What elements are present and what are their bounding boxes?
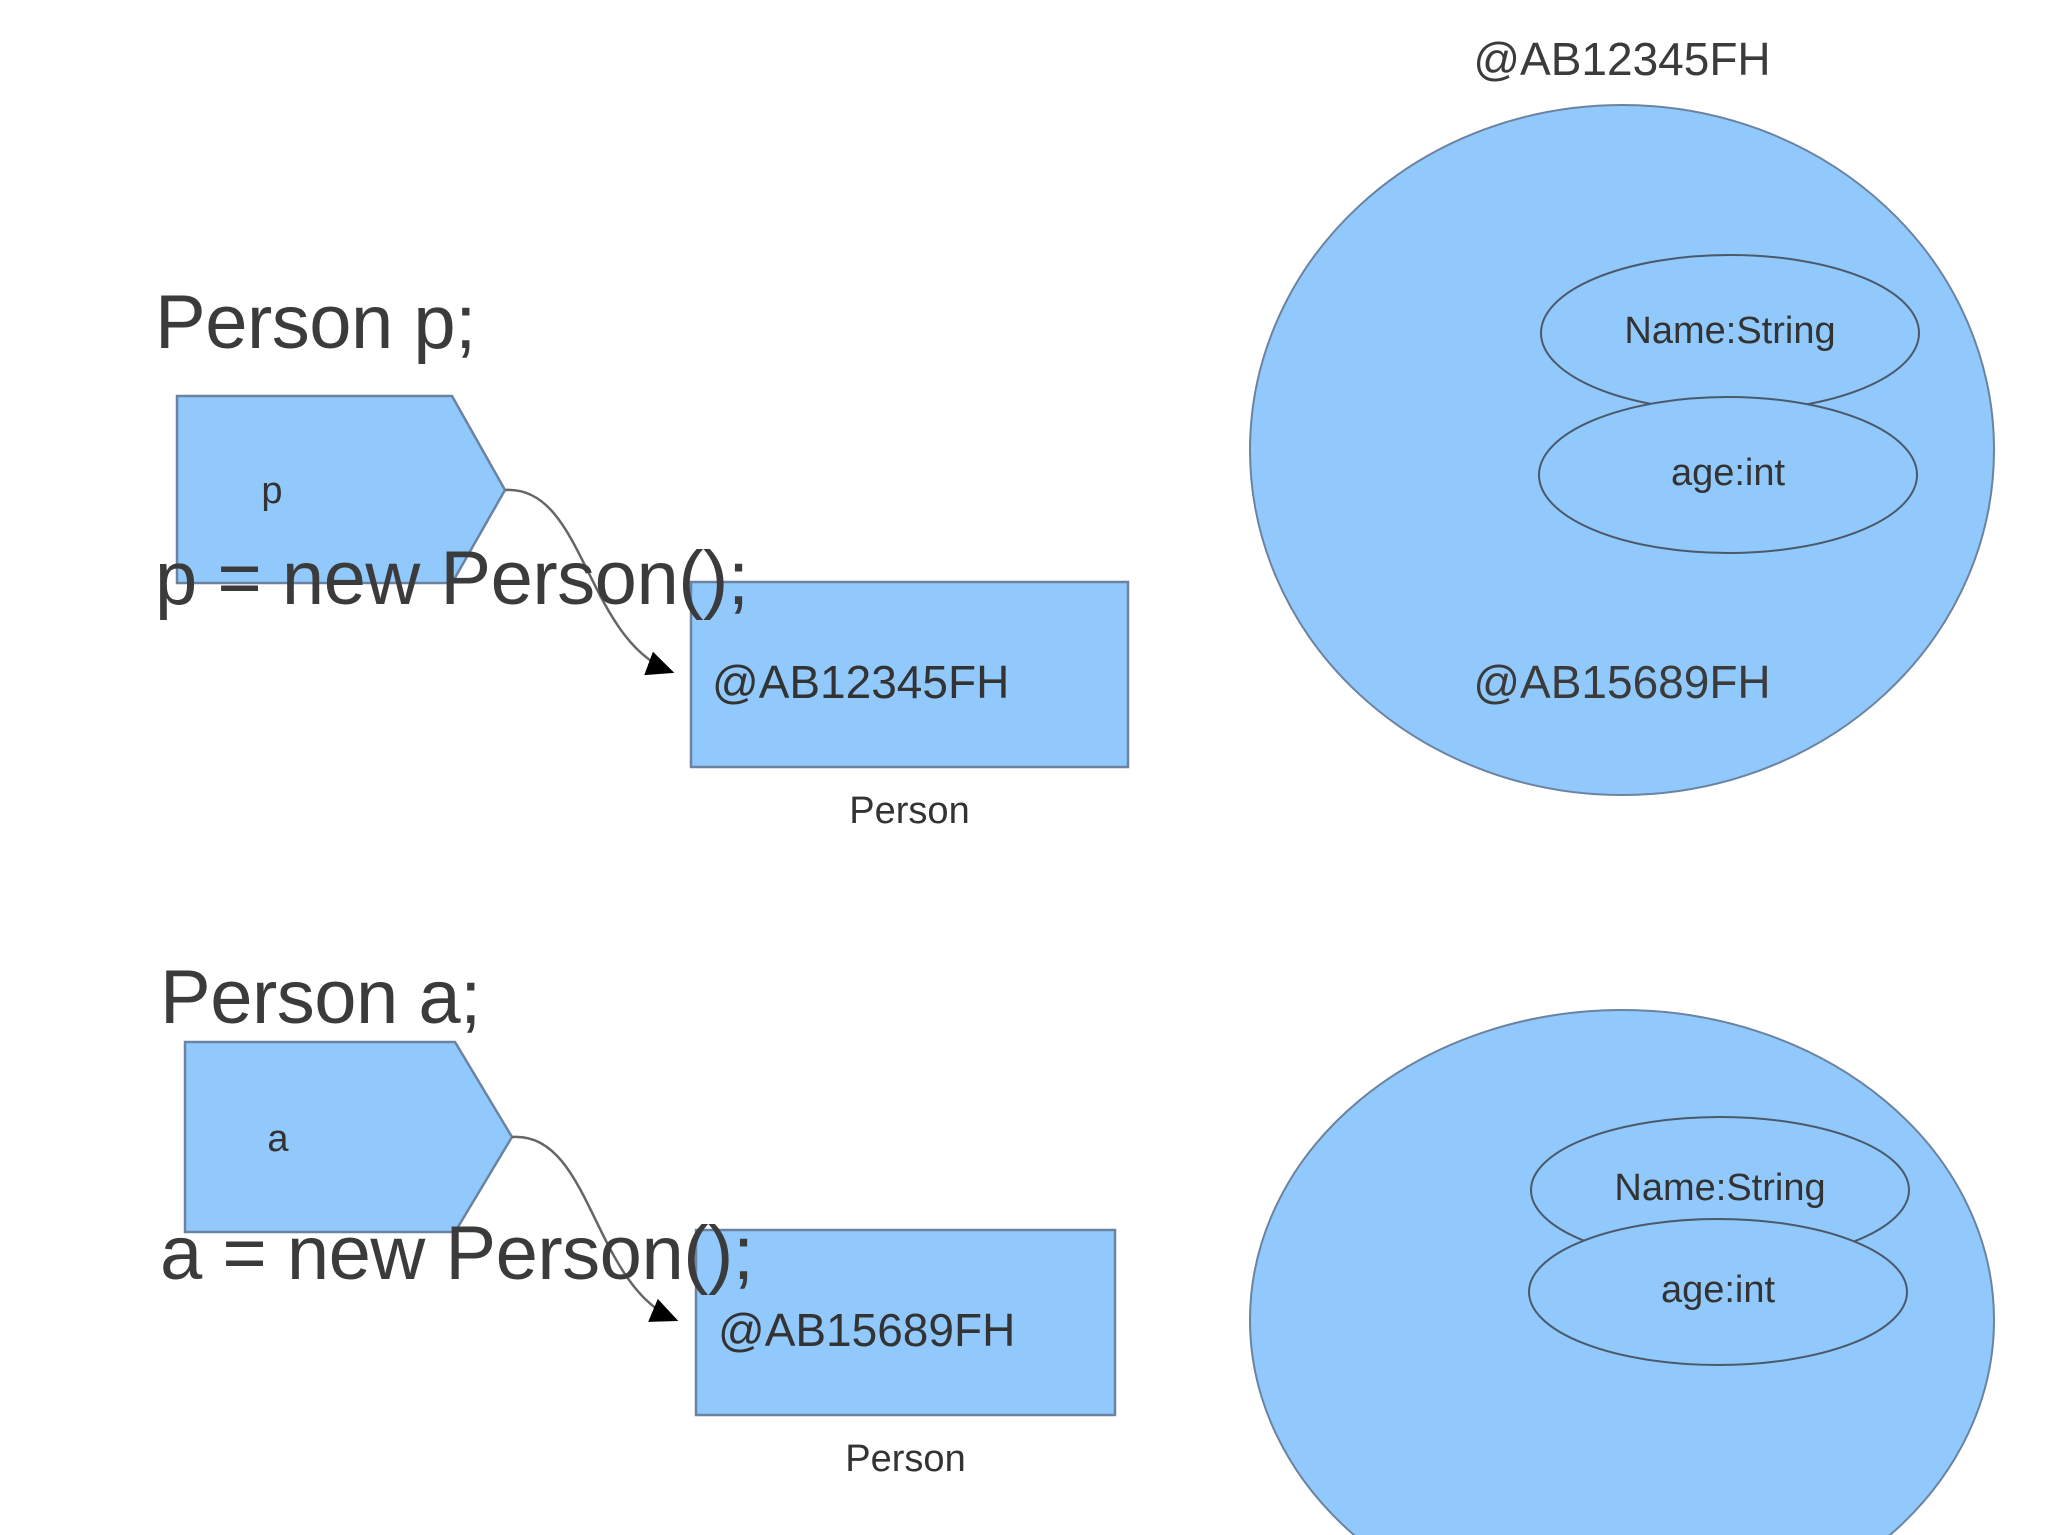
heap-field-ellipse-age-int-2[interactable] xyxy=(1528,1218,1908,1366)
variable-box-a-label: a xyxy=(267,1118,289,1160)
object-box-ab15689fh-type-caption: Person xyxy=(845,1438,966,1480)
heap-object-id-ab15689fh: @AB15689FH xyxy=(1473,656,1771,708)
connector-p-to-object xyxy=(504,488,675,676)
variable-box-p-label: p xyxy=(261,470,283,512)
object-box-ab15689fh[interactable] xyxy=(694,1228,1117,1417)
code-block-p: Person p; p = new Person(); xyxy=(155,110,749,791)
heap-field-ellipse-age-int-1[interactable] xyxy=(1538,396,1918,554)
heap-object-id-ab12345fh: @AB12345FH xyxy=(1473,33,1771,85)
heap-field-label-name-string-1: Name:String xyxy=(1624,310,1836,352)
code-line-declaration-a: Person a; xyxy=(160,955,481,1041)
code-block-a: Person a; a = new Person(); xyxy=(160,785,754,1466)
variable-box-a[interactable] xyxy=(183,1040,514,1234)
object-box-ab12345fh-type-caption: Person xyxy=(849,790,970,832)
object-box-ab12345fh-label: @AB12345FH xyxy=(712,656,1010,708)
object-box-ab15689fh-label: @AB15689FH xyxy=(718,1304,1016,1356)
heap-field-label-age-int-2: age:int xyxy=(1660,1269,1776,1311)
connector-a-to-object xyxy=(511,1135,679,1322)
code-line-assignment-a: a = new Person(); xyxy=(160,1210,754,1296)
variable-box-p[interactable] xyxy=(175,394,507,585)
object-box-ab12345fh[interactable] xyxy=(689,580,1130,769)
code-line-declaration-p: Person p; xyxy=(155,280,476,366)
code-line-assignment-p: p = new Person(); xyxy=(155,535,749,621)
heap-field-label-age-int-1: age:int xyxy=(1670,452,1786,494)
heap-field-label-name-string-2: Name:String xyxy=(1614,1167,1826,1209)
